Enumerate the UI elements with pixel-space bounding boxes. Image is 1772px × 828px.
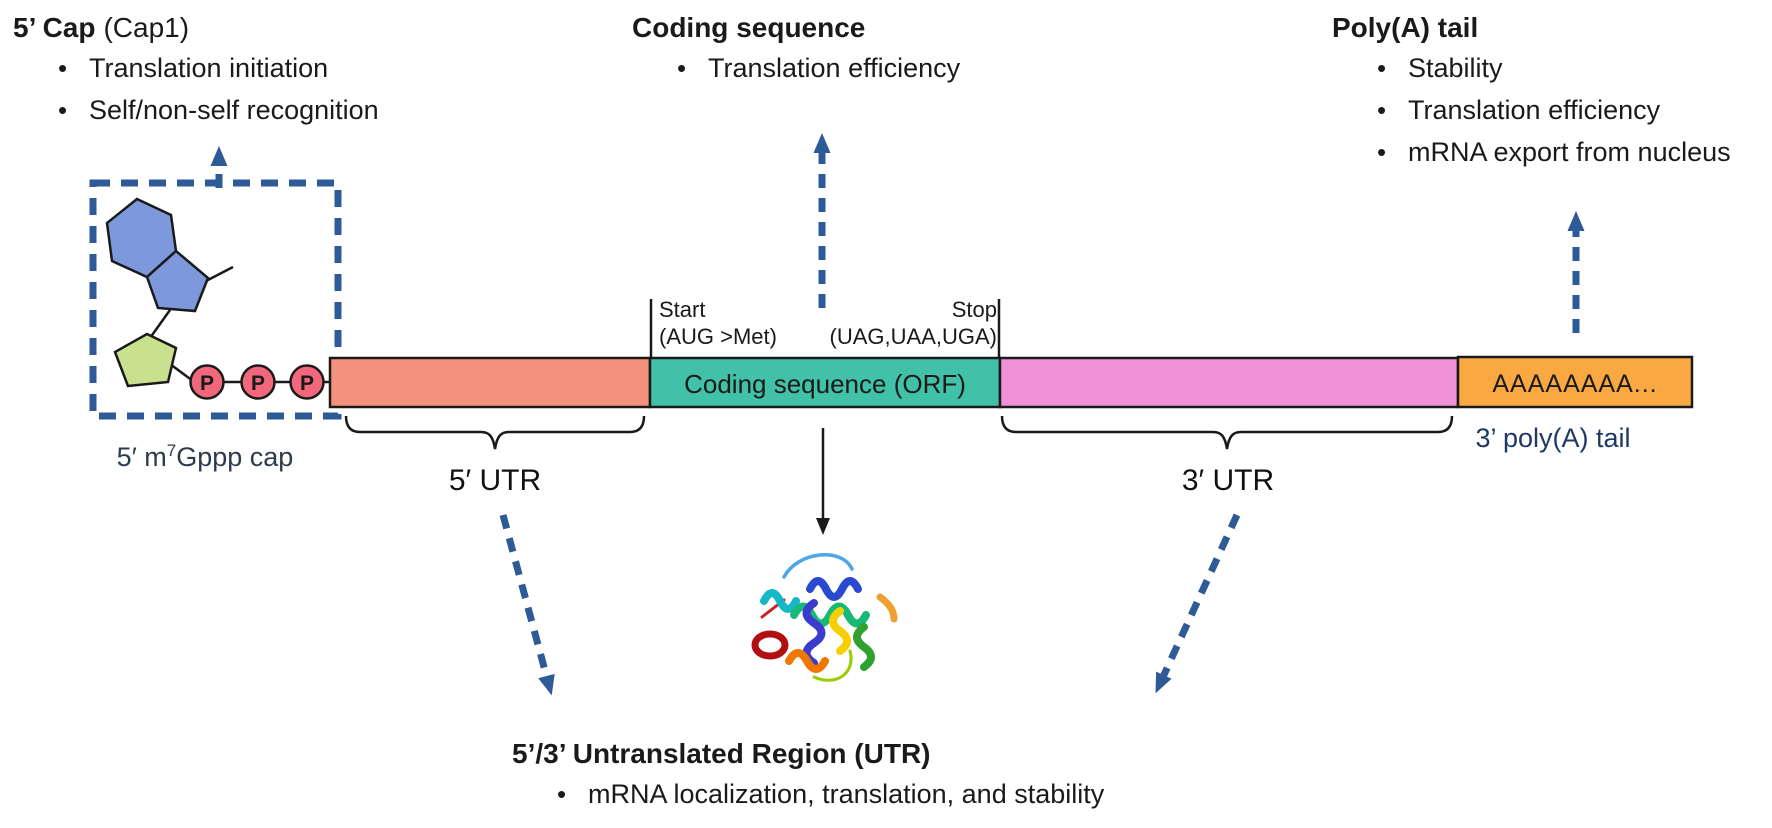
cap-section: 5’ Cap(Cap1) Translation initiation Self…: [13, 12, 379, 137]
utr3-down-arrow-icon: [1155, 513, 1241, 694]
cap-bullet-list: Translation initiation Self/non-self rec…: [13, 53, 379, 126]
utr-section-title: 5’/3’ Untranslated Region (UTR): [512, 738, 931, 769]
utr5-segment: [328, 356, 652, 409]
triphosphate-group: [189, 364, 325, 400]
list-item: mRNA localization, translation, and stab…: [512, 779, 1104, 810]
bullet-text: Translation efficiency: [708, 53, 961, 83]
annotation-arrows: [210, 133, 1585, 696]
protein-helix: [760, 589, 800, 613]
ribose-pentagon: [113, 332, 178, 388]
utr5-brace: [344, 415, 646, 450]
bullet-text: Translation efficiency: [1408, 95, 1661, 125]
list-item: Self/non-self recognition: [13, 95, 379, 126]
start-codon-text: (AUG >Met): [659, 324, 777, 349]
cds-section: Coding sequence Translation efficiency: [632, 12, 960, 95]
cap-label-post: Gppp cap: [176, 442, 294, 472]
polya-sequence-label: AAAAAAAA...: [1492, 370, 1658, 398]
protein-loop: [812, 649, 853, 682]
stop-label: Stop: [951, 297, 997, 322]
protein-helix: [876, 593, 898, 623]
cds-bullet-list: Translation efficiency: [632, 53, 960, 84]
protein-loop: [782, 553, 854, 579]
utr3-segment: [998, 356, 1460, 409]
polya-segment: [1456, 355, 1694, 409]
utr5-down-arrow-icon: [499, 514, 555, 696]
cap-section-title: 5’ Cap(Cap1): [13, 12, 379, 44]
phosphate-letter: P: [200, 372, 214, 395]
cds-section-title: Coding sequence: [632, 12, 866, 43]
bullet-text: Stability: [1408, 53, 1503, 83]
protein-helix: [785, 649, 829, 673]
utr3-brace: [1000, 415, 1454, 450]
bullet-text: mRNA export from nucleus: [1408, 137, 1731, 167]
utr3-label: 3′ UTR: [1181, 464, 1275, 497]
utr-bullet-list: mRNA localization, translation, and stab…: [512, 779, 1104, 810]
protein-helix: [829, 607, 851, 655]
polya-tail-label: 3’ poly(A) tail: [1475, 423, 1631, 453]
bullet-text: Self/non-self recognition: [89, 95, 379, 125]
protein-helix: [751, 630, 789, 660]
cap-label-sup: 7: [166, 441, 177, 460]
utr-section: 5’/3’ Untranslated Region (UTR) mRNA loc…: [512, 738, 1104, 821]
list-item: mRNA export from nucleus: [1332, 137, 1731, 168]
bullet-text: mRNA localization, translation, and stab…: [588, 779, 1105, 809]
cap-label-pre: 5′ m: [116, 442, 167, 472]
stop-codon-label: Stop (UAG,UAA,UGA): [790, 296, 997, 350]
cap-title-bold: 5’ Cap: [13, 12, 96, 43]
protein-helix: [853, 623, 875, 671]
protein-helix: [802, 599, 826, 667]
cap-molecule-bonds: [148, 265, 333, 384]
phosphate-letter: P: [251, 372, 265, 395]
start-codon-label: Start (AUG >Met): [659, 296, 777, 350]
start-label: Start: [659, 297, 706, 322]
stop-codon-text: (UAG,UAA,UGA): [829, 324, 997, 349]
list-item: Stability: [1332, 53, 1731, 84]
protein-ribbon-illustration: [751, 553, 898, 682]
bullet-text: Translation initiation: [89, 53, 329, 83]
guanine-pentagon: [145, 249, 210, 313]
list-item: Translation initiation: [13, 53, 379, 84]
orf-bar-label: Coding sequence (ORF): [684, 369, 966, 399]
phosphate-letter: P: [300, 372, 314, 395]
phosphate-circle: [289, 364, 325, 400]
polya-bullet-list: Stability Translation efficiency mRNA ex…: [1332, 53, 1731, 168]
phosphate-letters: P P P: [200, 372, 314, 395]
polya-section: Poly(A) tail Stability Translation effic…: [1332, 12, 1731, 179]
protein-helix: [806, 577, 862, 601]
phosphate-circle: [240, 364, 276, 400]
list-item: Translation efficiency: [1332, 95, 1731, 126]
mrna-bar: [328, 355, 1694, 409]
polya-section-title: Poly(A) tail: [1332, 12, 1479, 43]
cap-structure-label: 5′ m7Gppp cap: [100, 441, 310, 473]
list-item: Translation efficiency: [632, 53, 960, 84]
utr5-label: 5′ UTR: [448, 464, 542, 497]
cap-title-note: (Cap1): [103, 12, 190, 43]
phosphate-circle: [189, 364, 225, 400]
